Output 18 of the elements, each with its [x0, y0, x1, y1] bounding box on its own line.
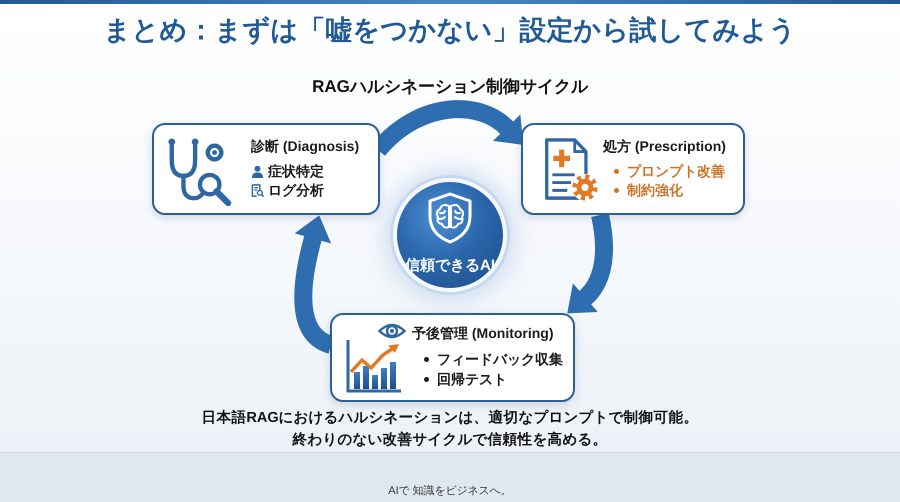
circle-label: 信頼できるAI [405, 256, 495, 276]
box-heading: 診断 (Diagnosis) [251, 137, 360, 156]
process-box [330, 313, 575, 402]
tagline: AIで 知識をビジネスへ。 [388, 484, 512, 498]
list-item: フィードバック収集 [437, 350, 563, 369]
list-item: 症状特定 [268, 162, 324, 181]
list-item: 制約強化 [627, 181, 683, 200]
cycle-arrow [568, 213, 613, 314]
subtitle: RAGハルシネーション制御サイクル [312, 76, 588, 98]
list-item: 回帰テスト [437, 370, 507, 389]
list-item: ログ分析 [268, 181, 324, 200]
box-heading: 予後管理 (Monitoring) [412, 324, 554, 343]
process-box [152, 123, 380, 215]
list-item: プロンプト改善 [627, 162, 725, 181]
caption: 日本語RAGにおけるハルシネーションは、適切なプロンプトで制御可能。終わりのない改善サイクルで信頼性を高める。 [200, 408, 700, 450]
title: まとめ：まずは「嘘をつかない」設定から試してみよう [104, 14, 796, 47]
process-box [521, 123, 745, 215]
box-heading: 処方 (Prescription) [603, 137, 726, 156]
